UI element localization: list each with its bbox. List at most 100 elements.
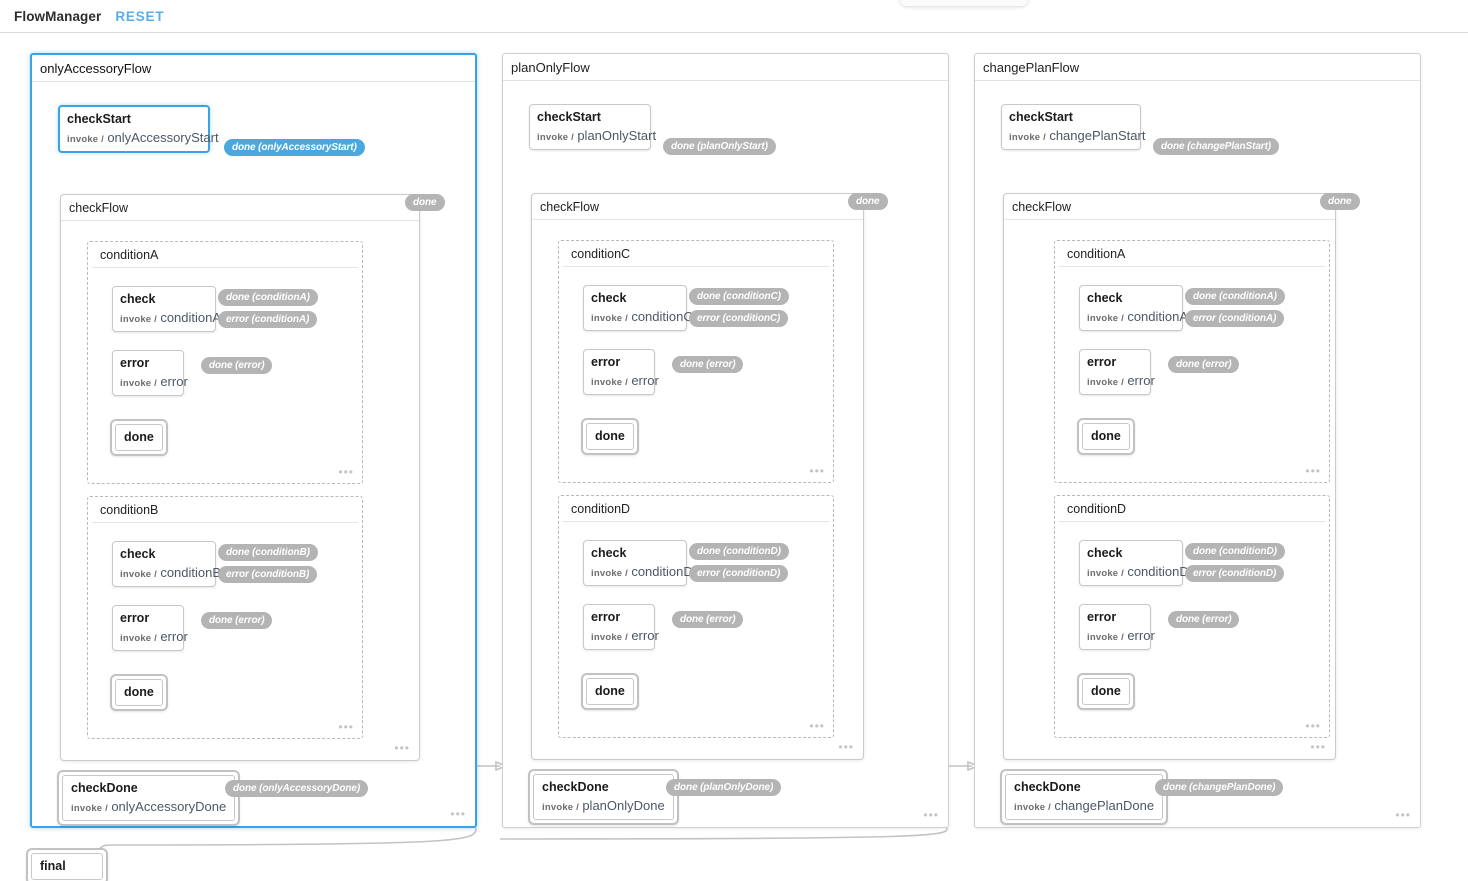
state-node-final-done[interactable]: done — [110, 674, 168, 711]
state-node-final[interactable]: final — [26, 848, 108, 881]
state-node-error[interactable]: error invoke / error — [1079, 349, 1155, 395]
transition-badge-check-error[interactable]: error (conditionD) — [689, 565, 789, 582]
state-invoke: invoke / error — [1087, 628, 1155, 643]
transition-badge-flow-done[interactable]: done — [848, 193, 888, 210]
state-node-check[interactable]: check invoke / conditionD — [583, 540, 693, 586]
region-changePlanFlow[interactable]: changePlanFlow checkStart invoke / chang… — [974, 53, 1421, 828]
state-node-check[interactable]: check invoke / conditionA — [112, 286, 221, 332]
transition-badge-check-error[interactable]: error (conditionA) — [218, 311, 318, 328]
compound-state-checkFlow[interactable]: checkFlow conditionA check invoke / cond… — [1003, 193, 1336, 760]
state-invoke: invoke / conditionD — [1087, 564, 1189, 579]
state-node-error[interactable]: error invoke / error — [112, 350, 188, 396]
transition-badge-check-done[interactable]: done (conditionA) — [1185, 288, 1285, 305]
transition-badge-error-done[interactable]: done (error) — [201, 612, 273, 629]
transition-badge-start-done[interactable]: done (onlyAccessoryStart) — [224, 139, 365, 156]
invoke-service: error — [1127, 373, 1155, 388]
state-invoke: invoke / error — [120, 374, 188, 389]
more-indicator[interactable]: ••• — [338, 720, 354, 734]
state-invoke: invoke / planOnlyDone — [542, 798, 665, 813]
state-name: done — [595, 684, 625, 698]
more-indicator[interactable]: ••• — [923, 808, 939, 822]
state-name: error — [120, 611, 150, 625]
state-name: error — [591, 610, 621, 624]
state-node-checkDone[interactable]: checkDone invoke / changePlanDone — [1000, 769, 1169, 825]
condition-block-conditionD[interactable]: conditionD check invoke / conditionD don… — [558, 495, 834, 738]
state-node-check[interactable]: check invoke / conditionD — [1079, 540, 1189, 586]
state-name: check — [1087, 291, 1123, 305]
transition-badge-error-done[interactable]: done (error) — [1168, 356, 1240, 373]
region-planOnlyFlow[interactable]: planOnlyFlow checkStart invoke / planOnl… — [502, 53, 949, 828]
compound-state-checkFlow[interactable]: checkFlow conditionA check invoke / cond… — [60, 194, 420, 761]
transition-badge-check-error[interactable]: error (conditionC) — [689, 310, 789, 327]
state-node-error[interactable]: error invoke / error — [112, 605, 188, 651]
condition-block-conditionC[interactable]: conditionC check invoke / conditionC don… — [558, 240, 834, 483]
state-invoke: invoke / conditionA — [1087, 309, 1188, 324]
state-node-check[interactable]: check invoke / conditionC — [583, 285, 693, 331]
state-node-final-done[interactable]: done — [1077, 418, 1135, 455]
state-node-check[interactable]: check invoke / conditionA — [1079, 285, 1188, 331]
transition-badge-error-done[interactable]: done (error) — [1168, 611, 1240, 628]
state-node-final-done[interactable]: done — [581, 673, 639, 710]
more-indicator[interactable]: ••• — [809, 464, 825, 478]
more-indicator[interactable]: ••• — [809, 719, 825, 733]
state-node-checkDone[interactable]: checkDone invoke / planOnlyDone — [528, 769, 679, 825]
more-indicator[interactable]: ••• — [1305, 464, 1321, 478]
state-node-checkStart[interactable]: checkStart invoke / onlyAccessoryStart — [58, 105, 219, 153]
invoke-keyword: invoke / — [1014, 802, 1051, 813]
state-node-final-done[interactable]: done — [110, 419, 168, 456]
statechart-canvas[interactable]: onlyAccessoryFlow checkStart invoke / on… — [0, 33, 1468, 881]
state-name: done — [1091, 429, 1121, 443]
state-node-check[interactable]: check invoke / conditionB — [112, 541, 221, 587]
state-node-error[interactable]: error invoke / error — [583, 604, 659, 650]
more-indicator[interactable]: ••• — [394, 741, 410, 755]
more-indicator[interactable]: ••• — [1395, 808, 1411, 822]
transition-badge-start-done[interactable]: done (changePlanStart) — [1153, 138, 1280, 155]
transition-badge-done[interactable]: done (planOnlyDone) — [666, 779, 782, 796]
transition-badge-flow-done[interactable]: done — [1320, 193, 1360, 210]
more-indicator[interactable]: ••• — [1305, 719, 1321, 733]
transition-badge-check-done[interactable]: done (conditionC) — [689, 288, 789, 305]
transition-badge-check-done[interactable]: done (conditionB) — [218, 544, 318, 561]
state-invoke: invoke / conditionB — [120, 565, 221, 580]
state-invoke: invoke / error — [591, 628, 659, 643]
condition-block-conditionA[interactable]: conditionA check invoke / conditionA don… — [1054, 240, 1330, 483]
state-node-final-done[interactable]: done — [1077, 673, 1135, 710]
condition-block-conditionB[interactable]: conditionB check invoke / conditionB don… — [87, 496, 363, 739]
state-node-checkStart[interactable]: checkStart invoke / planOnlyStart — [529, 104, 656, 150]
state-name: checkStart — [1009, 110, 1073, 124]
transition-badge-check-done[interactable]: done (conditionD) — [689, 543, 789, 560]
transition-badge-flow-done[interactable]: done — [405, 194, 445, 211]
transition-badge-done[interactable]: done (onlyAccessoryDone) — [225, 780, 369, 797]
more-indicator[interactable]: ••• — [1310, 740, 1326, 754]
more-indicator[interactable]: ••• — [450, 807, 466, 821]
invoke-service: error — [1127, 628, 1155, 643]
more-indicator[interactable]: ••• — [838, 740, 854, 754]
transition-badge-error-done[interactable]: done (error) — [201, 357, 273, 374]
invoke-keyword: invoke / — [537, 132, 574, 143]
compound-state-checkFlow[interactable]: checkFlow conditionC check invoke / cond… — [531, 193, 864, 760]
transition-badge-check-error[interactable]: error (conditionD) — [1185, 565, 1285, 582]
transition-badge-check-error[interactable]: error (conditionA) — [1185, 310, 1285, 327]
transition-badge-start-done[interactable]: done (planOnlyStart) — [663, 138, 776, 155]
region-onlyAccessoryFlow[interactable]: onlyAccessoryFlow checkStart invoke / on… — [30, 53, 477, 828]
transition-badge-error-done[interactable]: done (error) — [672, 611, 744, 628]
transition-badge-error-done[interactable]: done (error) — [672, 356, 744, 373]
invoke-service: error — [160, 629, 188, 644]
partial-overlay-panel — [900, 0, 1028, 6]
invoke-keyword: invoke / — [71, 803, 108, 814]
state-node-final-done[interactable]: done — [581, 418, 639, 455]
condition-block-conditionD[interactable]: conditionD check invoke / conditionD don… — [1054, 495, 1330, 738]
condition-block-conditionA[interactable]: conditionA check invoke / conditionA don… — [87, 241, 363, 484]
transition-badge-done[interactable]: done (changePlanDone) — [1155, 779, 1284, 796]
app-toolbar: FlowManager RESET — [0, 0, 1468, 33]
transition-badge-check-error[interactable]: error (conditionB) — [218, 566, 318, 583]
invoke-service: conditionD — [631, 564, 693, 579]
transition-badge-check-done[interactable]: done (conditionA) — [218, 289, 318, 306]
transition-badge-check-done[interactable]: done (conditionD) — [1185, 543, 1285, 560]
reset-button[interactable]: RESET — [115, 8, 165, 24]
state-node-checkStart[interactable]: checkStart invoke / changePlanStart — [1001, 104, 1145, 150]
state-node-checkDone[interactable]: checkDone invoke / onlyAccessoryDone — [57, 770, 241, 826]
more-indicator[interactable]: ••• — [338, 465, 354, 479]
state-node-error[interactable]: error invoke / error — [583, 349, 659, 395]
state-node-error[interactable]: error invoke / error — [1079, 604, 1155, 650]
